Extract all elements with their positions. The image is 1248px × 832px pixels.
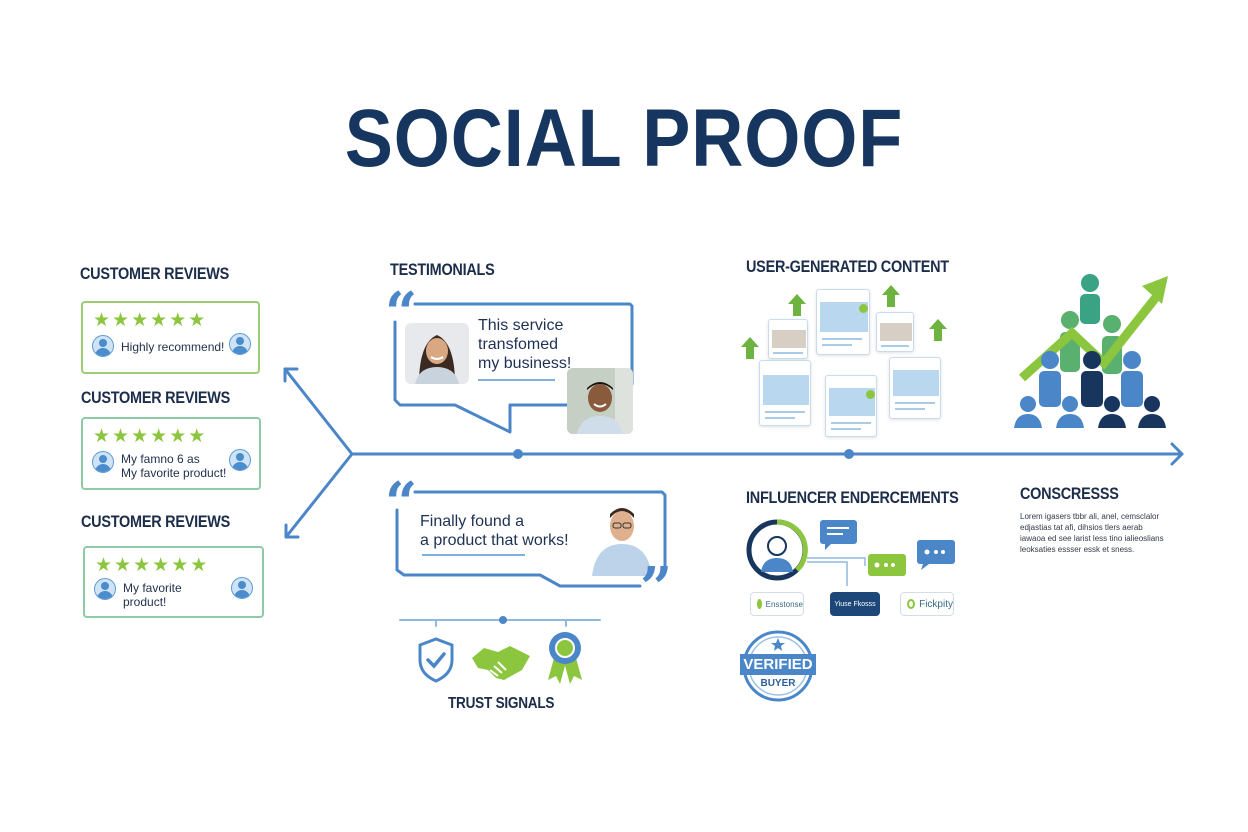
star-icon: ★ <box>131 310 149 331</box>
open-quote-icon: “ <box>385 470 418 536</box>
user-avatar-icon <box>229 333 251 355</box>
quote-line: This service <box>478 317 564 334</box>
user-avatar-icon <box>92 335 114 357</box>
up-arrow-icon <box>788 294 806 316</box>
trust-signals-heading: TRUST SIGNALS <box>448 695 555 712</box>
star-icon: ★ <box>150 426 168 447</box>
star-icon: ★ <box>190 555 208 576</box>
star-icon: ★ <box>93 310 111 331</box>
ugc-post-card[interactable] <box>816 289 870 355</box>
star-icon: ★ <box>131 426 149 447</box>
user-avatar-icon <box>92 451 114 473</box>
customer-reviews-heading-3: CUSTOMER REVIEWS <box>81 512 231 531</box>
star-icon: ★ <box>188 426 206 447</box>
shield-check-icon <box>418 637 454 683</box>
testimonial-photo-woman <box>405 323 469 384</box>
brand-badge-3[interactable]: Fickpity <box>900 592 954 616</box>
testimonial-photo-man-glasses <box>588 500 656 576</box>
ugc-post-card[interactable] <box>825 375 877 437</box>
star-icon: ★ <box>188 310 206 331</box>
ugc-post-card[interactable] <box>889 357 941 419</box>
up-arrow-icon <box>741 337 759 359</box>
star-icon: ★ <box>112 426 130 447</box>
brand-name: Yiuse Fkosss <box>834 600 876 608</box>
star-icon: ★ <box>95 555 113 576</box>
review-text-line: My favorite product! <box>121 466 227 480</box>
star-icon: ★ <box>152 555 170 576</box>
review-text: My famno 6 as My favorite product! <box>121 452 226 480</box>
user-avatar-icon <box>94 578 116 600</box>
quote-line: transfomed <box>478 336 559 353</box>
brand-badge-2[interactable]: Yiuse Fkosss <box>830 592 880 616</box>
review-text-line: My famno 6 as <box>121 452 200 466</box>
ugc-collage <box>735 285 955 440</box>
brand-name: Fickpity <box>919 598 953 610</box>
star-icon: ★ <box>93 426 111 447</box>
review-card-3: ★★★★★★ My favorite product! <box>83 546 264 618</box>
influencer-graphic <box>746 519 955 586</box>
review-text: My favorite product! <box>123 581 182 609</box>
consensus-heading: CONSCRESSS <box>1020 484 1119 503</box>
star-icon: ★ <box>114 555 132 576</box>
review-card-1: ★★★★★★ Highly recommend! <box>81 301 260 374</box>
review-text: Highly recommend! <box>121 340 225 354</box>
customer-reviews-heading-2: CUSTOMER REVIEWS <box>81 388 231 407</box>
star-icon: ★ <box>150 310 168 331</box>
crowd-growth-icon <box>1014 274 1168 428</box>
up-arrow-icon <box>929 319 947 341</box>
customer-reviews-heading-1: CUSTOMER REVIEWS <box>80 264 230 283</box>
brand-name: Ensstonse <box>765 599 803 609</box>
ugc-post-card[interactable] <box>876 312 914 352</box>
buyer-label: BUYER <box>760 678 796 689</box>
testimonials-heading: TESTIMONIALS <box>390 260 495 279</box>
testimonial-quote-2: Finally found a a product that works! <box>420 512 569 550</box>
influencer-heading: INFLUENCER ENDERCEMENTS <box>746 488 959 507</box>
verified-buyer-badge: VERIFIED BUYER <box>740 630 816 702</box>
brand-logo-icon <box>757 599 762 609</box>
person-photo-icon <box>415 335 459 384</box>
quote-line: Finally found a <box>420 513 525 530</box>
award-ribbon-icon <box>548 632 582 684</box>
close-quote-icon: ” <box>640 555 673 621</box>
star-icon: ★ <box>133 555 151 576</box>
star-rating: ★★★★★★ <box>93 311 205 330</box>
ugc-post-card[interactable] <box>768 319 808 359</box>
verified-label: VERIFIED <box>743 656 813 673</box>
ugc-post-card[interactable] <box>759 360 811 426</box>
up-arrow-icon <box>882 285 900 307</box>
ugc-heading: USER-GENERATED CONTENT <box>746 257 949 276</box>
review-card-2: ★★★★★★ My famno 6 as My favorite product… <box>81 417 261 490</box>
page-title: SOCIAL PROOF <box>344 93 904 184</box>
review-text-line: product! <box>123 595 167 609</box>
user-avatar-icon <box>231 577 253 599</box>
verified-seal-icon <box>740 630 816 702</box>
star-icon: ★ <box>169 310 187 331</box>
person-photo-icon <box>592 508 652 576</box>
brand-badge-1[interactable]: Ensstonse <box>750 592 804 616</box>
star-icon: ★ <box>112 310 130 331</box>
brand-logo-icon <box>907 599 916 609</box>
review-text-line: My favorite <box>123 581 182 595</box>
person-photo-icon <box>567 368 633 434</box>
star-icon: ★ <box>171 555 189 576</box>
testimonial-photo-man <box>567 368 633 434</box>
quote-line: a product that works! <box>420 532 569 549</box>
star-rating: ★★★★★★ <box>93 427 205 446</box>
star-icon: ★ <box>169 426 187 447</box>
handshake-icon <box>472 646 530 680</box>
star-rating: ★★★★★★ <box>95 556 207 575</box>
consensus-body: Lorem igasers tbbr ali, anel, cemsclalor… <box>1020 512 1164 554</box>
testimonial-quote-1: This service transfomed my business! <box>478 316 571 373</box>
quote-line: my business! <box>478 355 572 372</box>
user-avatar-icon <box>229 449 251 471</box>
